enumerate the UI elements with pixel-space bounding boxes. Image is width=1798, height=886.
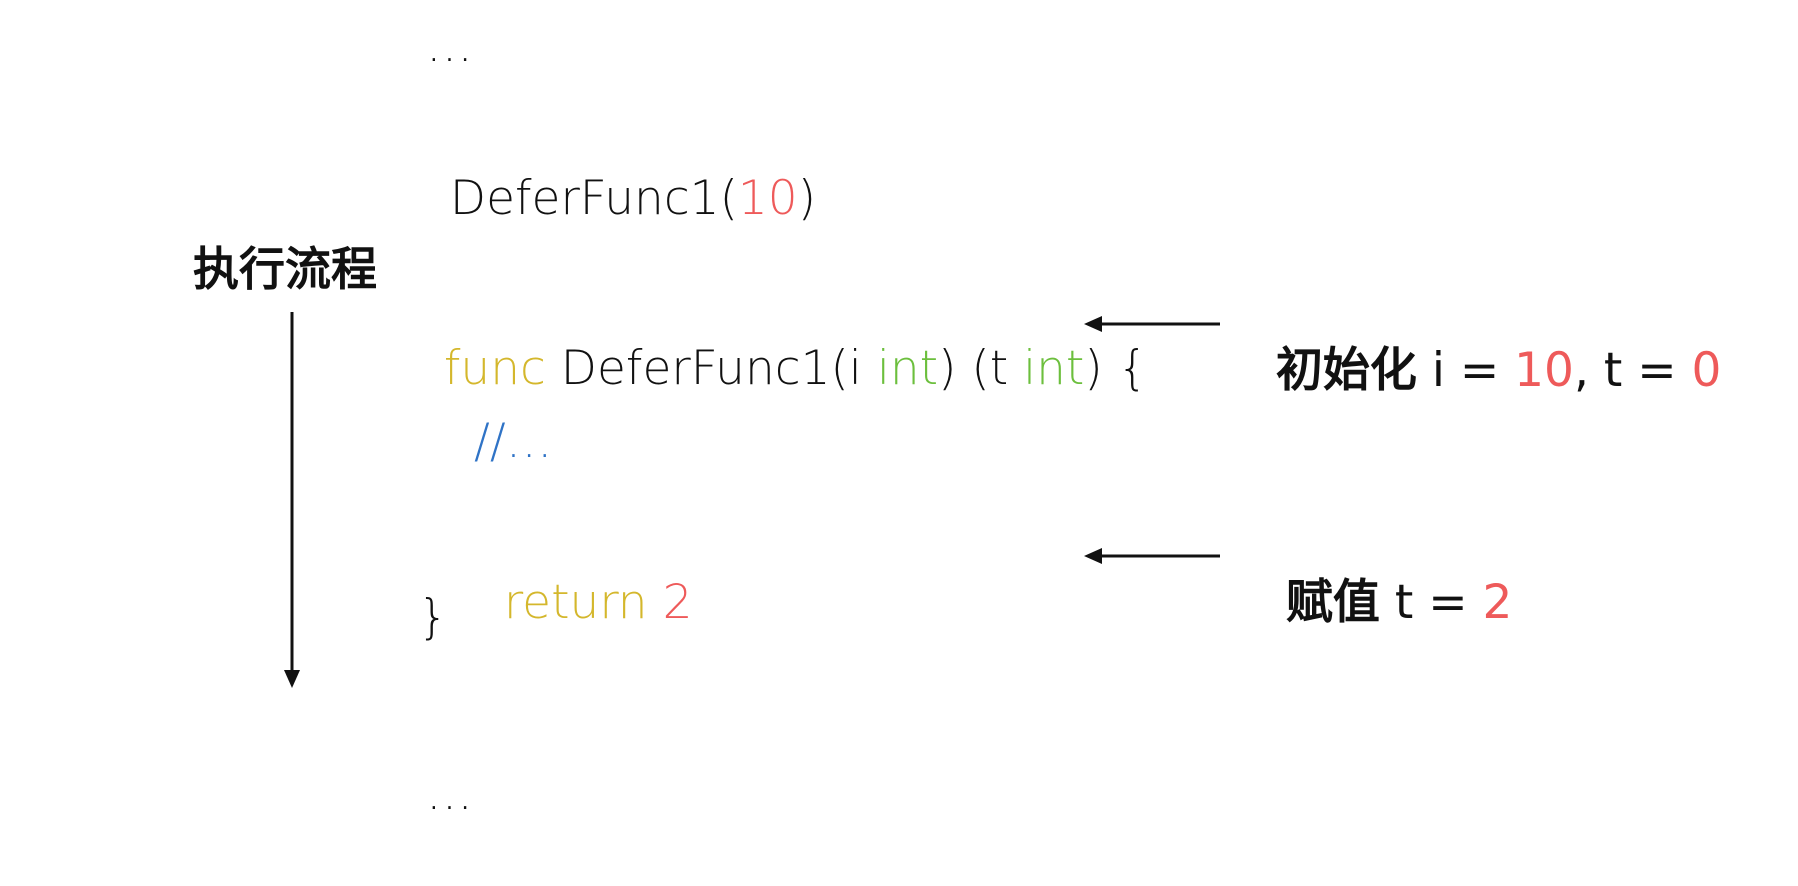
return-value: 2: [662, 575, 693, 630]
ellipsis-top: …: [426, 18, 473, 73]
func-middle: ) (t: [938, 341, 1024, 396]
return-type-int: int: [1023, 341, 1085, 396]
return-keyword: return: [503, 575, 648, 630]
flow-down-arrow: [284, 312, 300, 688]
assign-lhs: t =: [1379, 575, 1483, 630]
return-line: return 2: [474, 532, 693, 626]
init-sep: , t =: [1573, 343, 1692, 398]
function-call-line: DeferFunc1(10): [420, 128, 816, 222]
function-signature-line: func DeferFunc1(i int) (t int) {: [414, 298, 1148, 392]
comment-line: //…: [474, 414, 553, 469]
init-annotation: 初始化 i = 10, t = 0: [1246, 300, 1722, 394]
call-name: DeferFunc1(: [449, 171, 738, 226]
init-title: 初始化: [1275, 343, 1417, 398]
init-val-t: 0: [1691, 343, 1722, 398]
func-name: DeferFunc1(i: [545, 341, 877, 396]
init-val-i: 10: [1514, 343, 1574, 398]
func-tail: ) {: [1084, 341, 1148, 396]
param-type-int: int: [876, 341, 939, 396]
execution-flow-label: 执行流程: [193, 242, 377, 296]
assign-val: 2: [1482, 575, 1513, 630]
init-lhs: i =: [1416, 343, 1515, 398]
assign-arrow-left: [1084, 548, 1220, 564]
assign-title: 赋值: [1285, 575, 1380, 630]
ellipsis-bottom: …: [426, 766, 473, 821]
func-keyword: func: [443, 341, 546, 396]
assign-annotation: 赋值 t = 2: [1256, 532, 1513, 626]
closing-brace: }: [418, 590, 448, 645]
call-argument: 10: [737, 171, 798, 226]
call-close: ): [797, 171, 817, 226]
